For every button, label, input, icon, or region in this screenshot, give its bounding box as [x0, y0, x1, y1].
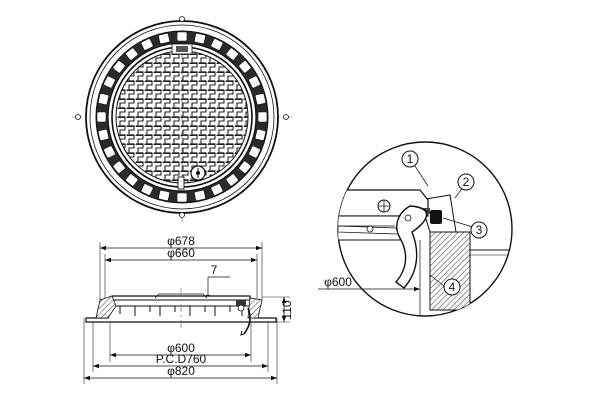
rib-slot: [140, 38, 154, 51]
rib-slot: [238, 60, 252, 74]
rib-slot: [248, 145, 261, 159]
rib-slot: [176, 31, 188, 42]
rib-slot: [103, 145, 116, 159]
rib-slot: [158, 189, 170, 201]
callout-label-4: 4: [449, 280, 456, 294]
rib-slot: [257, 111, 268, 123]
callout-label-1: 1: [407, 152, 414, 166]
dim-phi600-detail: φ600: [324, 275, 352, 289]
dim-height-110: 110: [280, 300, 294, 319]
callout-label-2: 2: [463, 175, 470, 189]
callout-label-3: 3: [476, 223, 483, 237]
rib-slot: [210, 38, 224, 51]
rib-slot: [125, 173, 139, 187]
rib-slot: [98, 93, 110, 105]
callout-2: [457, 173, 475, 191]
rib-slot: [176, 192, 188, 203]
dim-gap-7: 7: [211, 263, 218, 277]
rib-slot: [225, 47, 239, 61]
rib-slot: [125, 47, 139, 61]
rib-slot: [96, 111, 107, 123]
callout-4: [443, 278, 461, 296]
rib-slot: [158, 33, 170, 45]
callout-1: [401, 150, 419, 168]
dim-phi600: φ600: [167, 341, 195, 355]
detail-view: [318, 141, 513, 317]
dim-pcd760: P.C.D760: [156, 352, 207, 366]
rib-slot: [225, 173, 239, 187]
dim-phi678: φ678: [167, 234, 195, 248]
rib-slot: [254, 129, 266, 141]
dim-phi820: φ820: [167, 364, 195, 378]
cover-section-view: [83, 242, 290, 384]
rib-slot: [112, 160, 126, 174]
rib-slot: [248, 75, 261, 89]
cover-top-view: [72, 16, 292, 222]
rib-slot: [238, 160, 252, 174]
callout-3: [470, 221, 488, 239]
rib-slot: [98, 129, 110, 141]
rib-slot: [194, 33, 206, 45]
rib-slots: [96, 31, 268, 203]
rib-slot: [140, 183, 154, 196]
rib-slot: [194, 189, 206, 201]
rib-slot: [254, 93, 266, 105]
rib-slot: [210, 183, 224, 196]
rib-slot: [112, 60, 126, 74]
dim-phi660: φ660: [167, 246, 195, 260]
rib-slot: [103, 75, 116, 89]
